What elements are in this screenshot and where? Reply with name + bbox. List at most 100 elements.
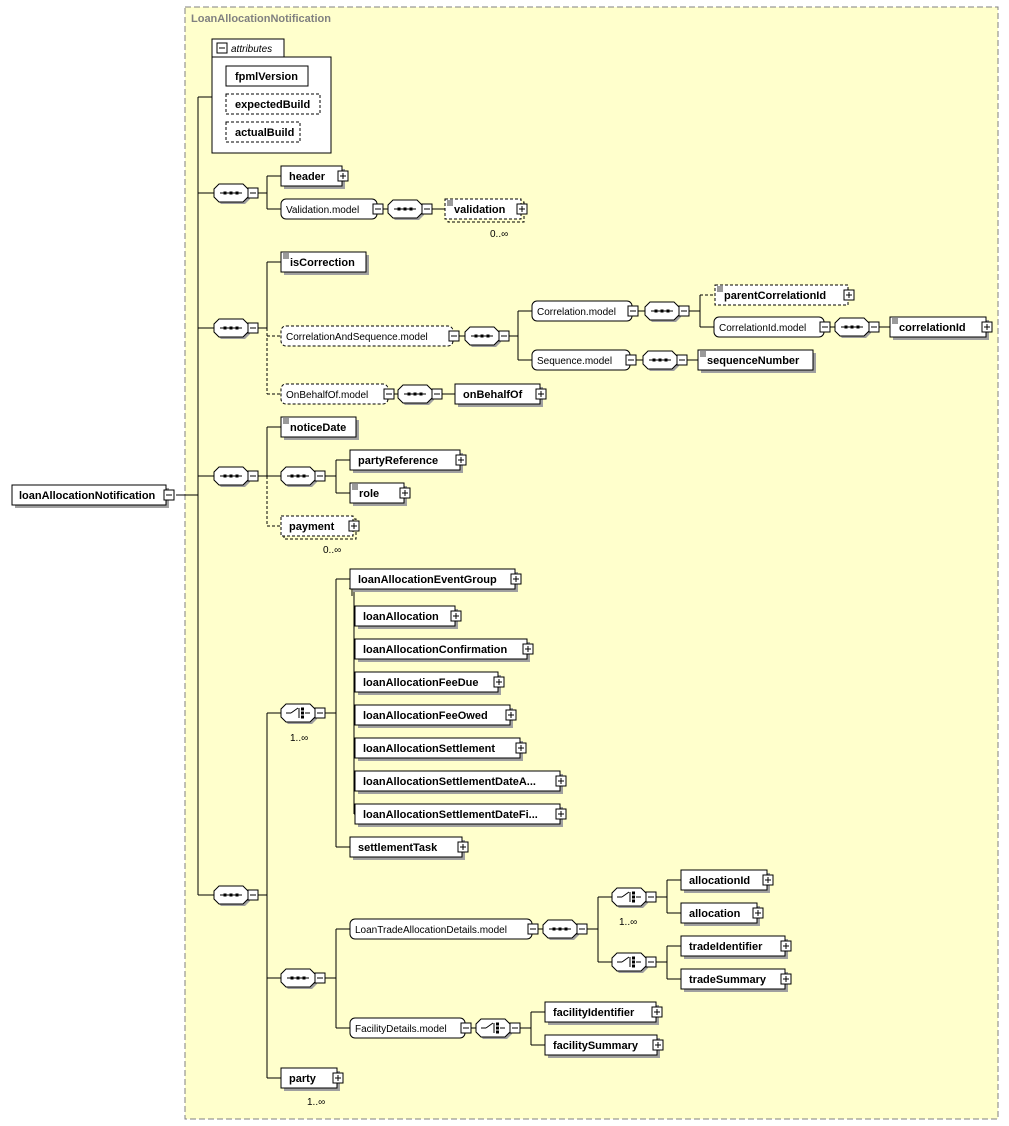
- collapse-icon[interactable]: [314, 470, 326, 482]
- expand-icon[interactable]: [780, 973, 792, 985]
- sequence-compositor-validation[interactable]: [387, 199, 433, 220]
- model-sequence[interactable]: Sequence.model: [531, 349, 637, 371]
- collapse-icon[interactable]: [527, 923, 539, 935]
- collapse-icon[interactable]: [247, 889, 259, 901]
- expand-icon[interactable]: [516, 203, 528, 215]
- sequence-compositor-2[interactable]: [213, 318, 259, 339]
- collapse-icon[interactable]: [498, 330, 510, 342]
- model-correlation[interactable]: Correlation.model: [531, 300, 639, 322]
- collapse-icon[interactable]: [460, 1022, 472, 1034]
- sequence-compositor-loanTradeAllocationDetails[interactable]: [542, 919, 588, 940]
- element-isCorrection[interactable]: isCorrection: [280, 251, 369, 275]
- element-partyReference[interactable]: partyReference: [349, 449, 467, 473]
- collapse-icon[interactable]: [247, 322, 259, 334]
- element-event-item-5[interactable]: loanAllocationSettlementDateA...: [354, 770, 567, 794]
- choice-compositor-facility[interactable]: [475, 1018, 521, 1039]
- collapse-icon[interactable]: [576, 923, 588, 935]
- element-header[interactable]: header: [280, 165, 349, 189]
- collapse-icon[interactable]: [645, 891, 657, 903]
- attributes-collapse-icon[interactable]: [216, 42, 228, 54]
- collapse-icon[interactable]: [448, 330, 460, 342]
- expand-icon[interactable]: [981, 321, 993, 333]
- expand-icon[interactable]: [399, 487, 411, 499]
- expand-icon[interactable]: [505, 709, 517, 721]
- element-event-item-1[interactable]: loanAllocationConfirmation: [354, 638, 534, 662]
- element-validation[interactable]: validation: [444, 198, 528, 223]
- expand-icon[interactable]: [843, 289, 855, 301]
- model-onBehalfOf[interactable]: OnBehalfOf.model: [280, 383, 395, 405]
- sequence-compositor-party-role[interactable]: [280, 466, 326, 487]
- root-element[interactable]: loanAllocationNotification: [11, 484, 169, 508]
- expand-icon[interactable]: [457, 841, 469, 853]
- element-event-item-6[interactable]: loanAllocationSettlementDateFi...: [354, 803, 567, 827]
- expand-icon[interactable]: [332, 1072, 344, 1084]
- model-correlation-and-sequence[interactable]: CorrelationAndSequence.model: [280, 325, 460, 347]
- collapse-icon[interactable]: [421, 203, 433, 215]
- element-tradeSummary[interactable]: tradeSummary: [680, 968, 792, 992]
- element-noticeDate[interactable]: noticeDate: [280, 416, 359, 440]
- element-event-item-4[interactable]: loanAllocationSettlement: [354, 737, 527, 761]
- expand-icon[interactable]: [652, 1039, 664, 1051]
- element-event-item-2[interactable]: loanAllocationFeeDue: [354, 671, 505, 695]
- model-loanTradeAllocationDetails[interactable]: LoanTradeAllocationDetails.model: [349, 918, 539, 940]
- element-settlementTask[interactable]: settlementTask: [349, 836, 469, 860]
- sequence-compositor-correlation-and-sequence[interactable]: [464, 326, 510, 347]
- collapse-icon[interactable]: [383, 388, 395, 400]
- element-loanAllocationEventGroup[interactable]: loanAllocationEventGroup: [349, 568, 522, 592]
- attribute-actualBuild[interactable]: actualBuild: [225, 121, 301, 143]
- expand-icon[interactable]: [555, 808, 567, 820]
- expand-icon[interactable]: [348, 520, 360, 532]
- model-validation[interactable]: Validation.model: [280, 198, 384, 220]
- element-role[interactable]: role: [349, 482, 411, 506]
- sequence-compositor-correlationId[interactable]: [834, 317, 880, 338]
- collapse-icon[interactable]: [247, 187, 259, 199]
- collapse-icon[interactable]: [372, 203, 384, 215]
- choice-compositor-allocation[interactable]: [611, 887, 657, 908]
- element-tradeIdentifier[interactable]: tradeIdentifier: [680, 935, 792, 959]
- collapse-icon[interactable]: [645, 956, 657, 968]
- element-parentCorrelationId[interactable]: parentCorrelationId: [714, 284, 855, 306]
- model-facilityDetails[interactable]: FacilityDetails.model: [349, 1017, 472, 1039]
- sequence-compositor-onBehalfOf[interactable]: [397, 384, 443, 405]
- collapse-icon[interactable]: [314, 972, 326, 984]
- expand-icon[interactable]: [455, 454, 467, 466]
- element-sequenceNumber[interactable]: sequenceNumber: [697, 349, 816, 373]
- collapse-icon[interactable]: [678, 305, 690, 317]
- sequence-compositor-sequence[interactable]: [642, 350, 688, 371]
- collapse-icon[interactable]: [431, 388, 443, 400]
- sequence-compositor-trade-facility[interactable]: [280, 968, 326, 989]
- expand-icon[interactable]: [337, 170, 349, 182]
- element-payment[interactable]: payment: [280, 515, 360, 540]
- sequence-compositor-1[interactable]: [213, 183, 259, 204]
- expand-icon[interactable]: [555, 775, 567, 787]
- element-onBehalfOf[interactable]: onBehalfOf: [454, 383, 547, 407]
- model-correlationId[interactable]: CorrelationId.model: [713, 316, 831, 338]
- element-correlationId[interactable]: correlationId: [889, 316, 993, 340]
- collapse-icon[interactable]: [627, 305, 639, 317]
- element-allocationId[interactable]: allocationId: [680, 869, 774, 893]
- expand-icon[interactable]: [493, 676, 505, 688]
- element-event-item-3[interactable]: loanAllocationFeeOwed: [354, 704, 517, 728]
- collapse-icon[interactable]: [819, 321, 831, 333]
- element-facilitySummary[interactable]: facilitySummary: [544, 1034, 664, 1058]
- element-facilityIdentifier[interactable]: facilityIdentifier: [544, 1001, 663, 1025]
- expand-icon[interactable]: [450, 610, 462, 622]
- attribute-fpmlVersion[interactable]: fpmlVersion: [225, 65, 309, 87]
- collapse-icon[interactable]: [509, 1022, 521, 1034]
- expand-icon[interactable]: [522, 643, 534, 655]
- expand-icon[interactable]: [515, 742, 527, 754]
- expand-icon[interactable]: [752, 907, 764, 919]
- expand-icon[interactable]: [762, 874, 774, 886]
- attribute-expectedBuild[interactable]: expectedBuild: [225, 93, 321, 115]
- sequence-compositor-correlation[interactable]: [644, 301, 690, 322]
- sequence-compositor-4[interactable]: [213, 885, 259, 906]
- element-event-item-0[interactable]: loanAllocation: [354, 605, 462, 629]
- collapse-icon[interactable]: [868, 321, 880, 333]
- collapse-icon[interactable]: [625, 354, 637, 366]
- choice-compositor-trade[interactable]: [611, 952, 657, 973]
- expand-icon[interactable]: [510, 573, 522, 585]
- expand-icon[interactable]: [780, 940, 792, 952]
- element-party[interactable]: party: [280, 1067, 344, 1091]
- choice-compositor-events[interactable]: [280, 703, 326, 724]
- element-allocation[interactable]: allocation: [680, 902, 764, 926]
